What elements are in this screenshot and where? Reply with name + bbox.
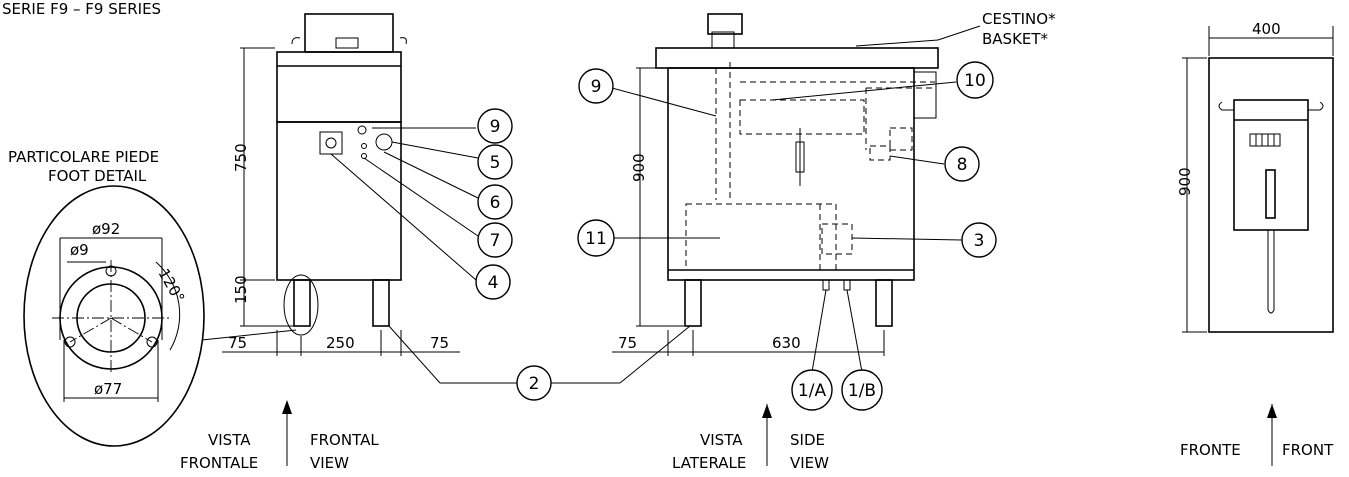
side-height-dim: 900 <box>630 153 648 182</box>
foot-hole-2 <box>64 336 76 348</box>
balloon-4-label: 4 <box>488 273 499 293</box>
balloon-10-label: 10 <box>964 71 986 91</box>
foot-detail-outline <box>23 185 205 447</box>
balloon-2-label: 2 <box>529 374 540 394</box>
balloon-10 <box>956 61 994 99</box>
side-caption-en-1: SIDE <box>790 431 825 449</box>
side-leaders <box>551 81 963 384</box>
side-left-offset: 75 <box>618 334 637 352</box>
dim-inner-label: ø77 <box>94 380 122 398</box>
front-caption-en-2: VIEW <box>310 454 349 472</box>
foot-detail: PARTICOLARE PIEDE FOOT DETAIL ø92 ø9 120… <box>8 148 297 447</box>
balloon-6 <box>477 184 513 220</box>
top-view-outline <box>1208 57 1334 333</box>
main-switch <box>319 131 343 155</box>
balloon-1a-label: 1/A <box>798 381 827 401</box>
top-view: 400 900 FRONTE FRONT <box>1176 20 1334 466</box>
angle-label: 120° <box>155 266 189 306</box>
side-caption-it-2: LATERALE <box>672 454 746 472</box>
balloon-4 <box>475 264 511 300</box>
front-width-dim: 250 <box>326 334 355 352</box>
top-caption-en: FRONT <box>1282 441 1334 459</box>
front-body-lower <box>276 121 402 281</box>
front-foot-dim: 150 <box>232 275 250 304</box>
front-caption-it-2: FRONTALE <box>180 454 258 472</box>
top-depth-dim: 900 <box>1176 167 1194 196</box>
balloon-9-front <box>477 108 513 144</box>
balloon-5-label: 5 <box>490 153 501 173</box>
side-depth-dim: 630 <box>772 334 801 352</box>
pilot-light <box>357 125 367 135</box>
side-view: CESTINO* BASKET* 900 75 630 VISTA LATERA… <box>612 10 1056 472</box>
front-caption-en-1: FRONTAL <box>310 431 379 449</box>
balloon-3 <box>961 222 997 258</box>
basket-label-it: CESTINO* <box>982 10 1056 28</box>
basket-label-en: BASKET* <box>982 30 1049 48</box>
front-fryer-top <box>304 13 394 53</box>
top-basket <box>1233 99 1309 231</box>
oil-tank <box>685 203 837 271</box>
front-caption-it-1: VISTA <box>208 431 251 449</box>
dim-outer-label: ø92 <box>92 220 120 238</box>
foot-hole-1 <box>105 265 117 277</box>
balloon-1b-label: 1/B <box>848 381 876 401</box>
balloon-5 <box>477 144 513 180</box>
balloon-7 <box>477 222 513 258</box>
balloon-3-label: 3 <box>974 231 985 251</box>
thermostat-knob <box>375 133 393 151</box>
foot-hole-3 <box>146 336 158 348</box>
side-caption-en-2: VIEW <box>790 454 829 472</box>
front-left-offset: 75 <box>228 334 247 352</box>
balloon-8 <box>944 146 980 182</box>
balloon-1b <box>841 369 883 411</box>
front-right-offset: 75 <box>430 334 449 352</box>
front-view: 750 150 75 250 75 VISTA FRONTALE FRONTAL… <box>180 13 460 472</box>
top-width-dim: 400 <box>1252 20 1281 38</box>
balloon-8-label: 8 <box>957 155 968 175</box>
front-body-upper <box>276 51 402 123</box>
side-body <box>667 67 915 281</box>
balloon-7-label: 7 <box>490 231 501 251</box>
top-caption-it: FRONTE <box>1180 441 1241 459</box>
dim-hole-label: ø9 <box>70 241 89 259</box>
front-height-dim: 750 <box>232 143 250 172</box>
foot-detail-title-en: FOOT DETAIL <box>48 167 147 185</box>
front-leaders <box>330 127 518 384</box>
balloon-11 <box>577 219 615 257</box>
foot-detail-title-it: PARTICOLARE PIEDE <box>8 148 159 166</box>
balloon-6-label: 6 <box>490 193 501 213</box>
balloon-9-side <box>578 68 614 104</box>
balloon-9-side-label: 9 <box>591 77 602 97</box>
foot-detail-marker <box>283 274 319 336</box>
basket-outline <box>739 99 865 135</box>
balloon-9-front-label: 9 <box>490 117 501 137</box>
series-title: SERIE F9 – F9 SERIES <box>2 0 161 18</box>
balloon-11-label: 11 <box>585 229 607 249</box>
balloon-1a <box>791 369 833 411</box>
side-caption-it-1: VISTA <box>700 431 743 449</box>
